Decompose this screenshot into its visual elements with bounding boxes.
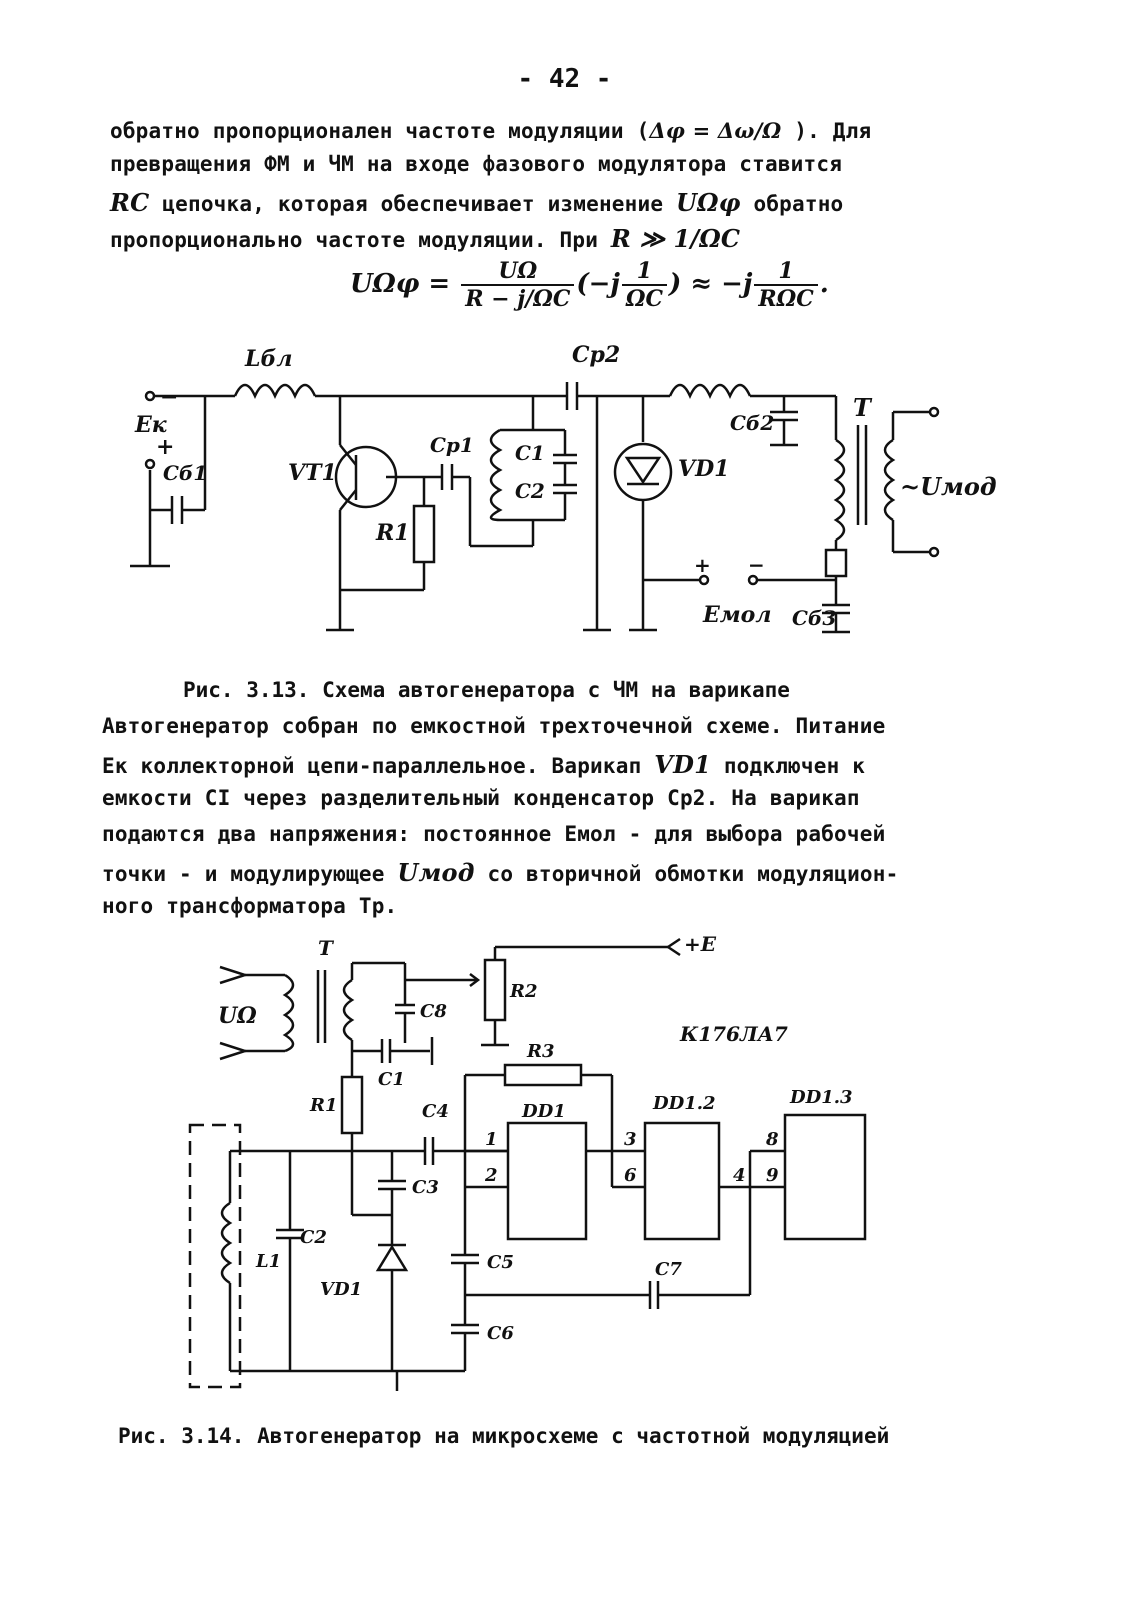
label-vd1: VD1 (678, 456, 729, 482)
fraction-numerator: UΩ (461, 258, 575, 286)
label-pin4: 4 (733, 1165, 746, 1186)
label-umod: ~Uмод (900, 472, 997, 501)
label-pin1: 1 (485, 1129, 498, 1150)
text-span: обратно пропорционален частоте модуляции… (110, 119, 650, 143)
label-dd13: DD1.3 (789, 1087, 853, 1108)
label-t2: T (318, 936, 335, 960)
figure-3-13-circuit: Lбл Cр2 − Eк + Cб1 VT1 Cр1 C1 C2 R1 VD1 … (130, 342, 997, 634)
text-span: Eк (102, 754, 128, 778)
figure-3-13-caption: Рис. 3.13. Схема автогенератора с ЧМ на … (183, 678, 790, 702)
text-line-p2-4: подаются два напряжения: постоянное Eмол… (102, 822, 886, 846)
label-minus-emol: − (748, 553, 765, 577)
text-span: пропорционально частоте модуляции. При (110, 228, 611, 252)
text-span: обратно (740, 192, 844, 216)
text-line-p2-6: ного трансформатора Тр. (102, 894, 398, 918)
label-dd1: DD1 (521, 1101, 566, 1122)
u-omega-phi-symbol: UΩφ (676, 188, 741, 217)
label-plus-emol: + (694, 553, 711, 577)
label-c7: C7 (655, 1259, 682, 1280)
condition-formula: R ≫ 1/ΩC (610, 224, 741, 253)
formula-part: (−j (576, 269, 620, 299)
label-pin8: 8 (765, 1129, 779, 1150)
label-r2: R2 (509, 981, 537, 1002)
label-t: T (853, 393, 873, 422)
text-line-1: обратно пропорционален частоте модуляции… (110, 118, 871, 143)
label-c1-fig2: C1 (378, 1069, 405, 1090)
fraction-numerator: 1 (621, 258, 667, 286)
text-span: подключен к (711, 754, 866, 778)
text-span: со вторичной обмотки модуляцион- (474, 862, 899, 886)
label-cp2: Cр2 (572, 342, 620, 368)
text-span: цепочка, которая обеспечивает изменение (149, 192, 677, 216)
label-plus-e: +E (684, 932, 717, 956)
label-c8: C8 (420, 1001, 447, 1022)
delta-phi-formula: Δφ = Δω/Ω (649, 118, 782, 143)
label-r1-fig2: R1 (309, 1095, 337, 1116)
label-pin3: 3 (624, 1129, 637, 1150)
label-cb2: Cб2 (730, 411, 774, 435)
label-c2: C2 (515, 479, 545, 503)
label-c5: C5 (487, 1252, 514, 1273)
label-c1: C1 (515, 441, 545, 465)
label-r3: R3 (526, 1041, 554, 1062)
label-pin6: 6 (624, 1165, 637, 1186)
label-plus: + (156, 434, 174, 460)
label-chip: К176ЛА7 (679, 1022, 788, 1046)
fraction-numerator: 1 (754, 258, 818, 286)
formula-lhs: UΩφ = (350, 269, 451, 299)
vd1-symbol: VD1 (654, 750, 711, 779)
label-vd1-fig2: VD1 (320, 1279, 362, 1300)
text-line-p2-5: точки - и модулирующее Uмод со вторичной… (102, 858, 898, 887)
text-line-p2-2: Eк коллекторной цепи-параллельное. Варик… (102, 750, 865, 779)
fraction-denominator: RΩC (758, 286, 814, 312)
label-l1: L1 (255, 1251, 281, 1272)
text-span: точки - и модулирующее (102, 862, 398, 886)
label-dd12: DD1.2 (652, 1093, 716, 1114)
label-pin9: 9 (766, 1165, 779, 1186)
page-number: - 42 - (517, 64, 612, 94)
formula-part: . (819, 269, 829, 299)
rc-symbol: RC (110, 188, 150, 217)
label-c3: C3 (412, 1177, 439, 1198)
label-c4: C4 (422, 1101, 449, 1122)
figure-3-14-circuit: T +E UΩ C8 R2 C1 К176ЛА7 R3 DD1 DD1.2 DD… (188, 932, 867, 1391)
umod-symbol: Uмод (397, 858, 475, 887)
label-vt1: VT1 (288, 460, 337, 486)
text-line-4: пропорционально частоте модуляции. При R… (110, 224, 740, 253)
label-cb1: Cб1 (163, 461, 207, 485)
text-span: ). Для (781, 119, 872, 143)
text-line-p2-3: емкости CI через разделительный конденса… (102, 786, 860, 810)
label-r1: R1 (375, 520, 410, 546)
label-c2-fig2: C2 (300, 1227, 327, 1248)
label-ek: Eк (134, 412, 167, 438)
label-u-omega: UΩ (218, 1003, 257, 1029)
label-cp1: Cр1 (430, 433, 474, 457)
label-minus: − (160, 384, 178, 410)
text-span: коллекторной цепи-параллельное. Варикап (127, 754, 655, 778)
label-l-bl: Lбл (244, 346, 292, 372)
label-pin2: 2 (484, 1165, 498, 1186)
text-line-p2-1: Автогенератор собран по емкостной трехто… (102, 714, 886, 738)
label-cb3: Cб3 (792, 606, 836, 630)
label-c6: C6 (487, 1323, 514, 1344)
text-line-3: RC цепочка, которая обеспечивает изменен… (110, 188, 843, 217)
fraction-denominator: ΩC (625, 286, 663, 312)
fraction-denominator: R − j/ΩC (465, 286, 571, 312)
figure-3-14-caption: Рис. 3.14. Автогенератор на микросхеме с… (118, 1424, 890, 1448)
text-line-2: превращения ФМ и ЧМ на входе фазового мо… (110, 152, 843, 176)
formula-part: ) ≈ −j (668, 269, 753, 299)
label-emol: Eмол (702, 602, 771, 628)
